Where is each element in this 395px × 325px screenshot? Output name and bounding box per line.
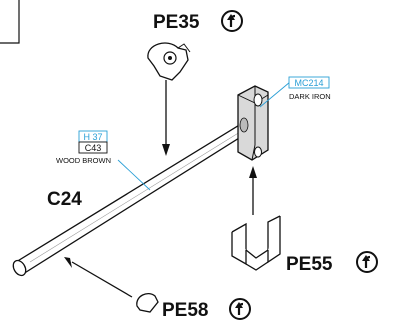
c24-label: C24: [47, 189, 82, 210]
pe35-label-group: PE35: [153, 10, 243, 33]
shaft-finish-label: WOOD BROWN: [56, 156, 111, 165]
pe55-label: PE55: [286, 254, 333, 275]
head-mc214: [237, 85, 269, 161]
shaft-code-label: H 37: [83, 132, 102, 142]
callout-leaders: [117, 81, 291, 191]
rotate-arrow-icon: [221, 10, 243, 32]
callout-h37: H 37 C43 WOOD BROWN: [56, 130, 111, 165]
rotate-arrow-icon: [356, 251, 378, 273]
frame-corner: [0, 0, 20, 44]
shaft-color-code-label: C43: [85, 143, 102, 153]
head-code-label: MC214: [294, 78, 323, 88]
bracket-pe55: [231, 166, 281, 271]
pe58-label: PE58: [162, 300, 208, 321]
rotate-arrow-icon: [229, 298, 251, 320]
callout-mc214: MC214 DARK IRON: [288, 76, 331, 101]
pe55-label-group: PE55: [286, 251, 378, 275]
cap-pe58: [64, 257, 159, 313]
shaft-c24: [12, 123, 248, 277]
clamp-pe35: [147, 42, 191, 156]
head-finish-label: DARK IRON: [289, 92, 331, 101]
pe35-label: PE35: [153, 12, 200, 33]
pe58-label-group: PE58: [162, 298, 251, 321]
